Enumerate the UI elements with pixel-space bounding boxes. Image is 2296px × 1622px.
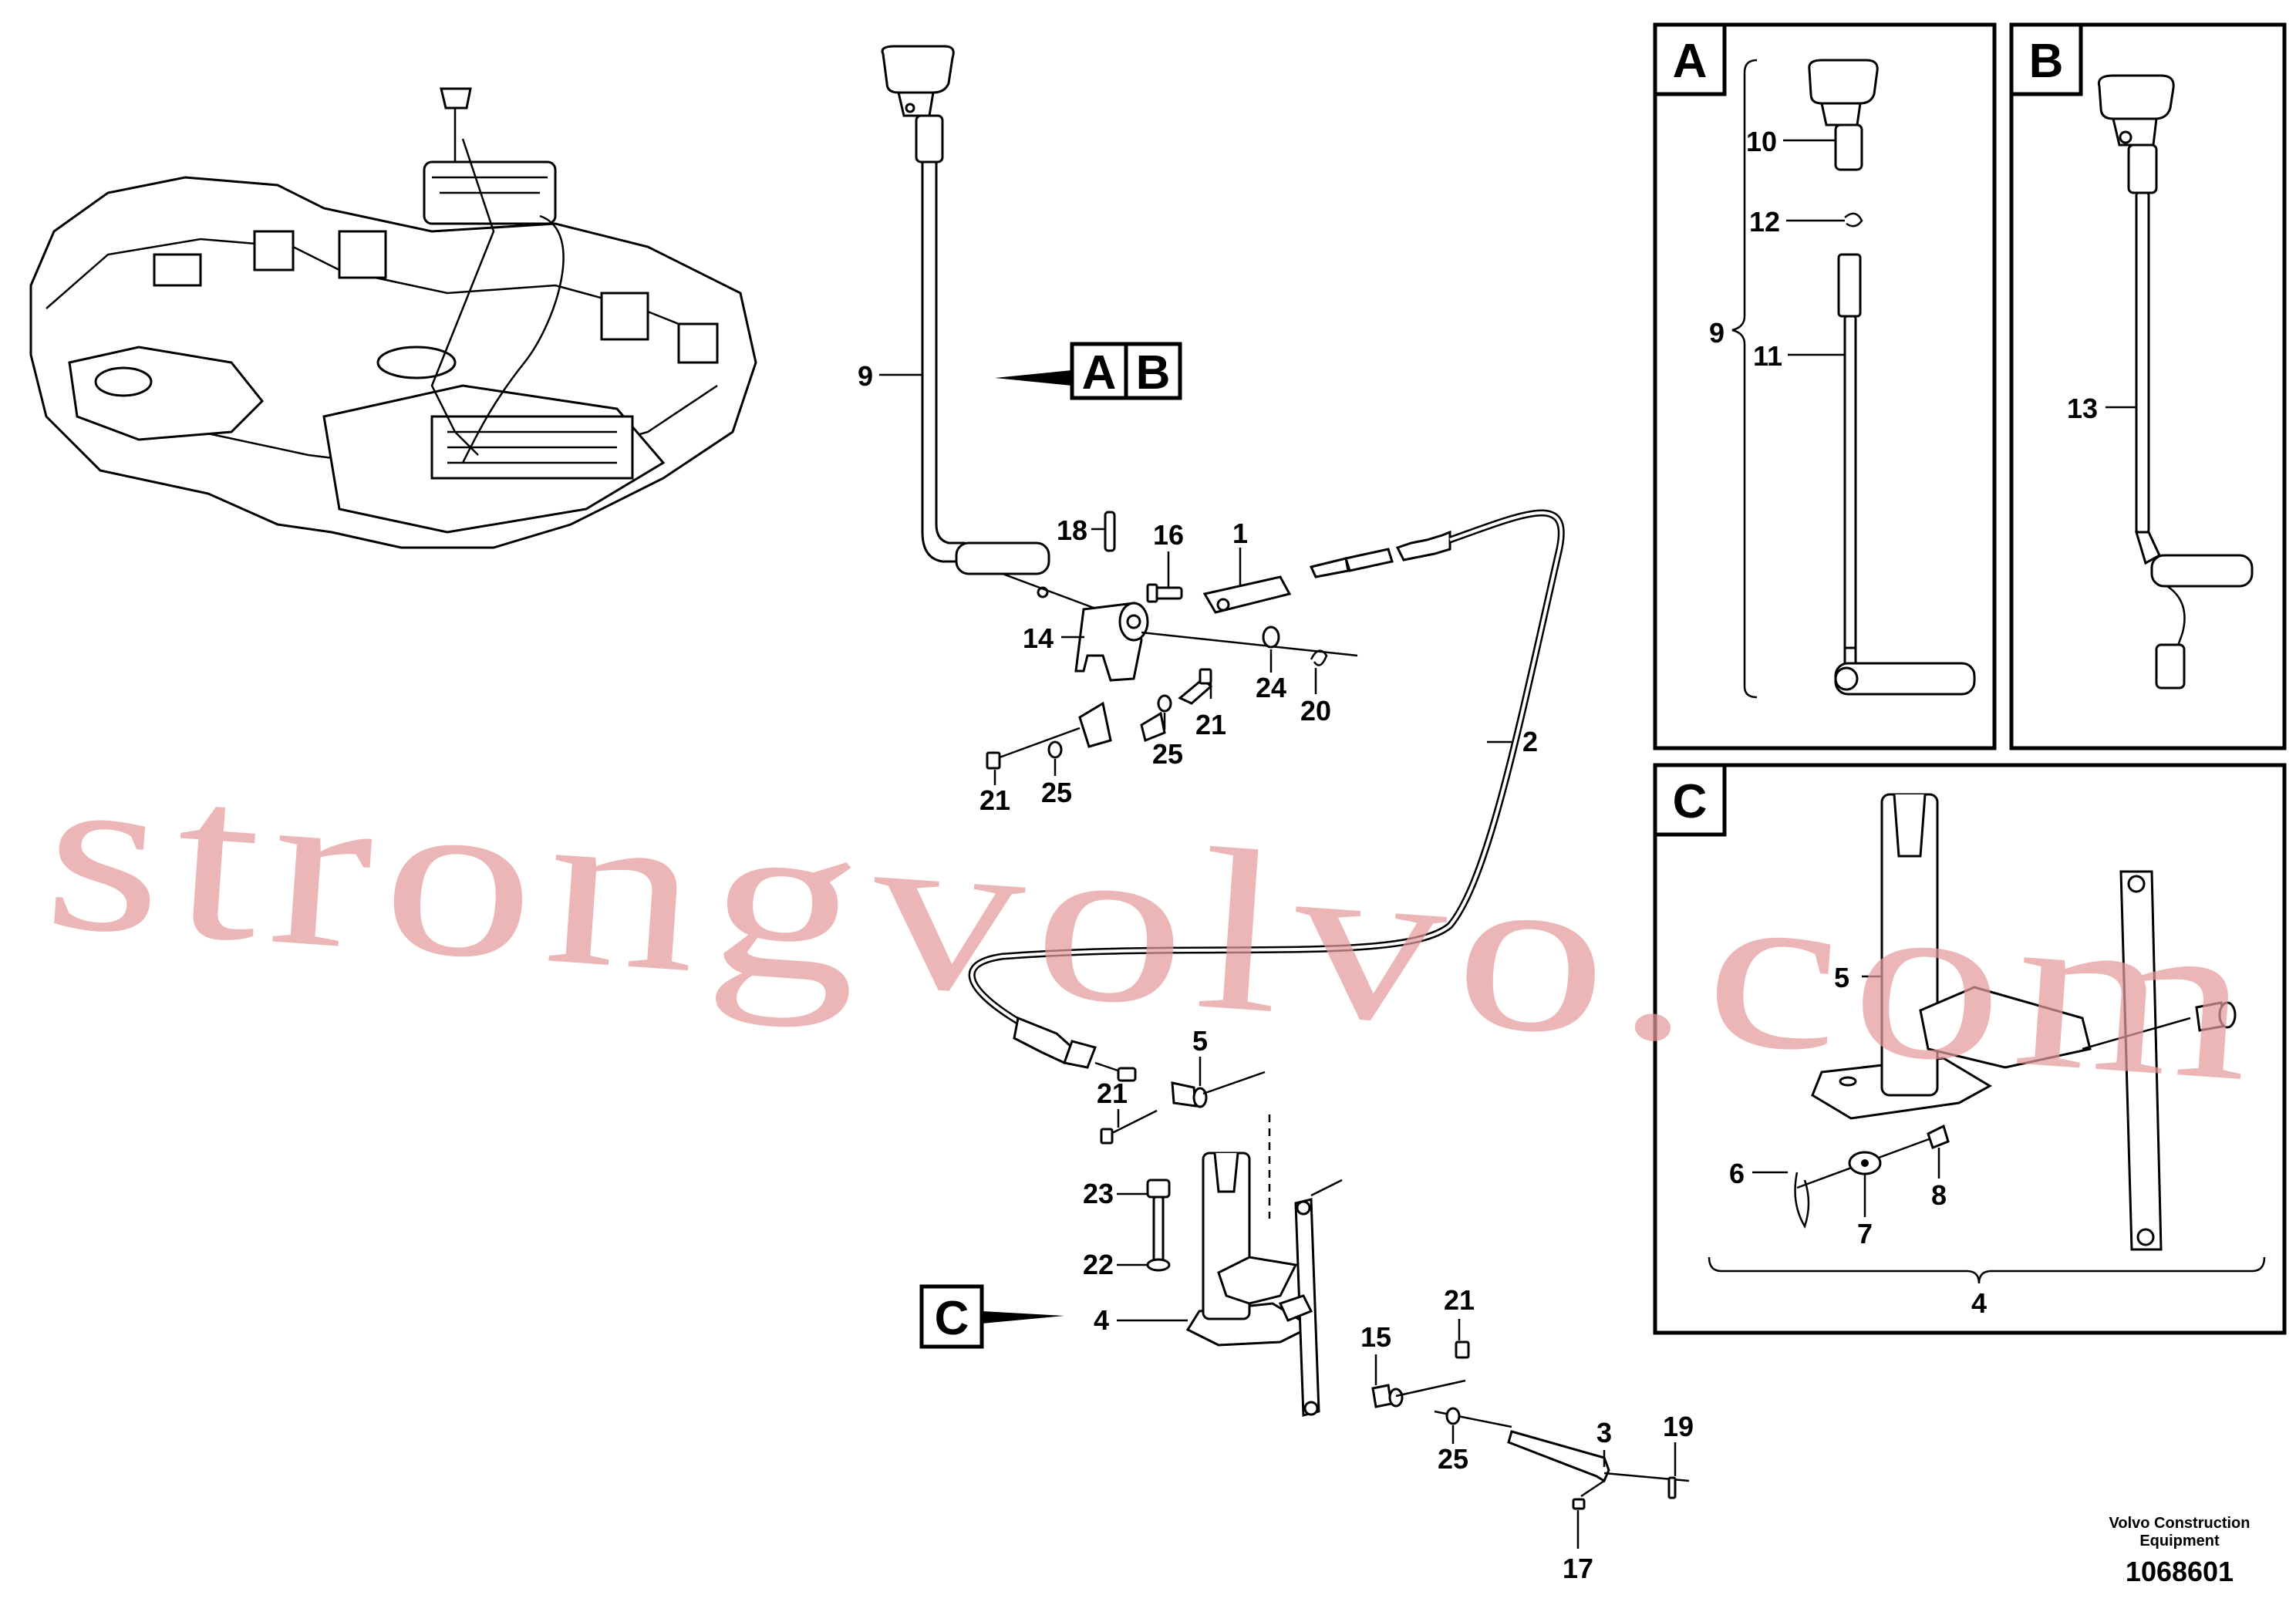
panel-a-callout-9: 9 (1709, 317, 1725, 349)
callout-3: 3 (1596, 1417, 1612, 1448)
callout-25-upper: 25 (1152, 738, 1183, 770)
view-reference-ab: A B (995, 342, 1182, 400)
leader-lines (879, 373, 1677, 1549)
lever-rod-9 (921, 160, 1119, 619)
bushing-lower (1100, 1071, 1271, 1219)
callout-17: 17 (1563, 1553, 1593, 1584)
panel-b-callout-13: 13 (2067, 393, 2098, 424)
panel-a-callout-12: 12 (1749, 206, 1780, 238)
detail-panel-b: B 13 (2009, 22, 2287, 750)
callout-25-lower: 25 (1438, 1443, 1468, 1475)
callout-21-lower: 21 (1444, 1284, 1475, 1316)
ref-label-c: C (935, 1292, 969, 1345)
pedal-base-4 (1146, 1152, 1314, 1347)
view-reference-c: C (919, 1284, 1064, 1349)
callout-4: 4 (1094, 1304, 1109, 1336)
callout-1: 1 (1232, 518, 1248, 549)
control-cable-2 (968, 509, 1565, 1082)
pin-18 (1104, 511, 1116, 552)
bolt-16 (1146, 583, 1183, 603)
washer-24 (1262, 626, 1280, 649)
panel-a-callout-10: 10 (1746, 126, 1777, 157)
company-name-line2: Equipment (2139, 1533, 2220, 1549)
bracket-14 (1074, 602, 1149, 682)
callout-20: 20 (1300, 695, 1331, 727)
detail-panel-c: C 5 6 7 8 4 (1653, 763, 2287, 1335)
footer-block: Volvo Construction Equipment 1068601 (2109, 1515, 2250, 1587)
rod-3 (1371, 1340, 1690, 1510)
lever-knob (881, 45, 955, 164)
callout-25-left: 25 (1041, 777, 1072, 808)
panel-b-label: B (2029, 35, 2064, 88)
plate-assembly (986, 668, 1213, 770)
ref-label-b: B (1136, 346, 1171, 400)
link-arm (1278, 1179, 1343, 1417)
panel-c-callout-7: 7 (1857, 1218, 1873, 1249)
drawing-number: 1068601 (2126, 1556, 2234, 1587)
panel-a-callout-11: 11 (1753, 340, 1782, 372)
machine-frame-overview-illustration (29, 87, 757, 549)
ref-label-a: A (1082, 346, 1117, 400)
callout-23: 23 (1083, 1178, 1114, 1209)
panel-c-label: C (1673, 775, 1708, 828)
callout-21-upper: 21 (1195, 709, 1226, 740)
callout-5: 5 (1192, 1025, 1208, 1057)
callout-9: 9 (858, 360, 873, 392)
callout-16: 16 (1153, 519, 1184, 551)
panel-c-callout-6: 6 (1729, 1158, 1745, 1189)
callout-24: 24 (1256, 672, 1286, 703)
callout-2: 2 (1522, 726, 1538, 757)
clip-20 (1310, 649, 1328, 666)
callout-18: 18 (1057, 514, 1087, 546)
panel-a-label: A (1673, 35, 1708, 88)
callout-22: 22 (1083, 1249, 1114, 1280)
callout-numbers-main: 9 18 16 1 14 24 20 21 25 21 25 2 5 21 23… (858, 360, 1694, 1584)
callout-21-mid: 21 (1097, 1077, 1128, 1109)
panel-c-callout-8: 8 (1931, 1179, 1947, 1211)
panel-c-callout-4: 4 (1971, 1287, 1987, 1319)
main-exploded-view: A B C (858, 45, 1694, 1584)
callout-14: 14 (1023, 622, 1054, 654)
callout-19: 19 (1663, 1411, 1694, 1442)
callout-15: 15 (1360, 1321, 1391, 1353)
panel-c-callout-5: 5 (1834, 962, 1849, 993)
callout-21-left: 21 (979, 784, 1010, 816)
company-name-line1: Volvo Construction (2109, 1515, 2250, 1532)
detail-panel-a: A 10 12 9 11 (1653, 22, 1997, 750)
